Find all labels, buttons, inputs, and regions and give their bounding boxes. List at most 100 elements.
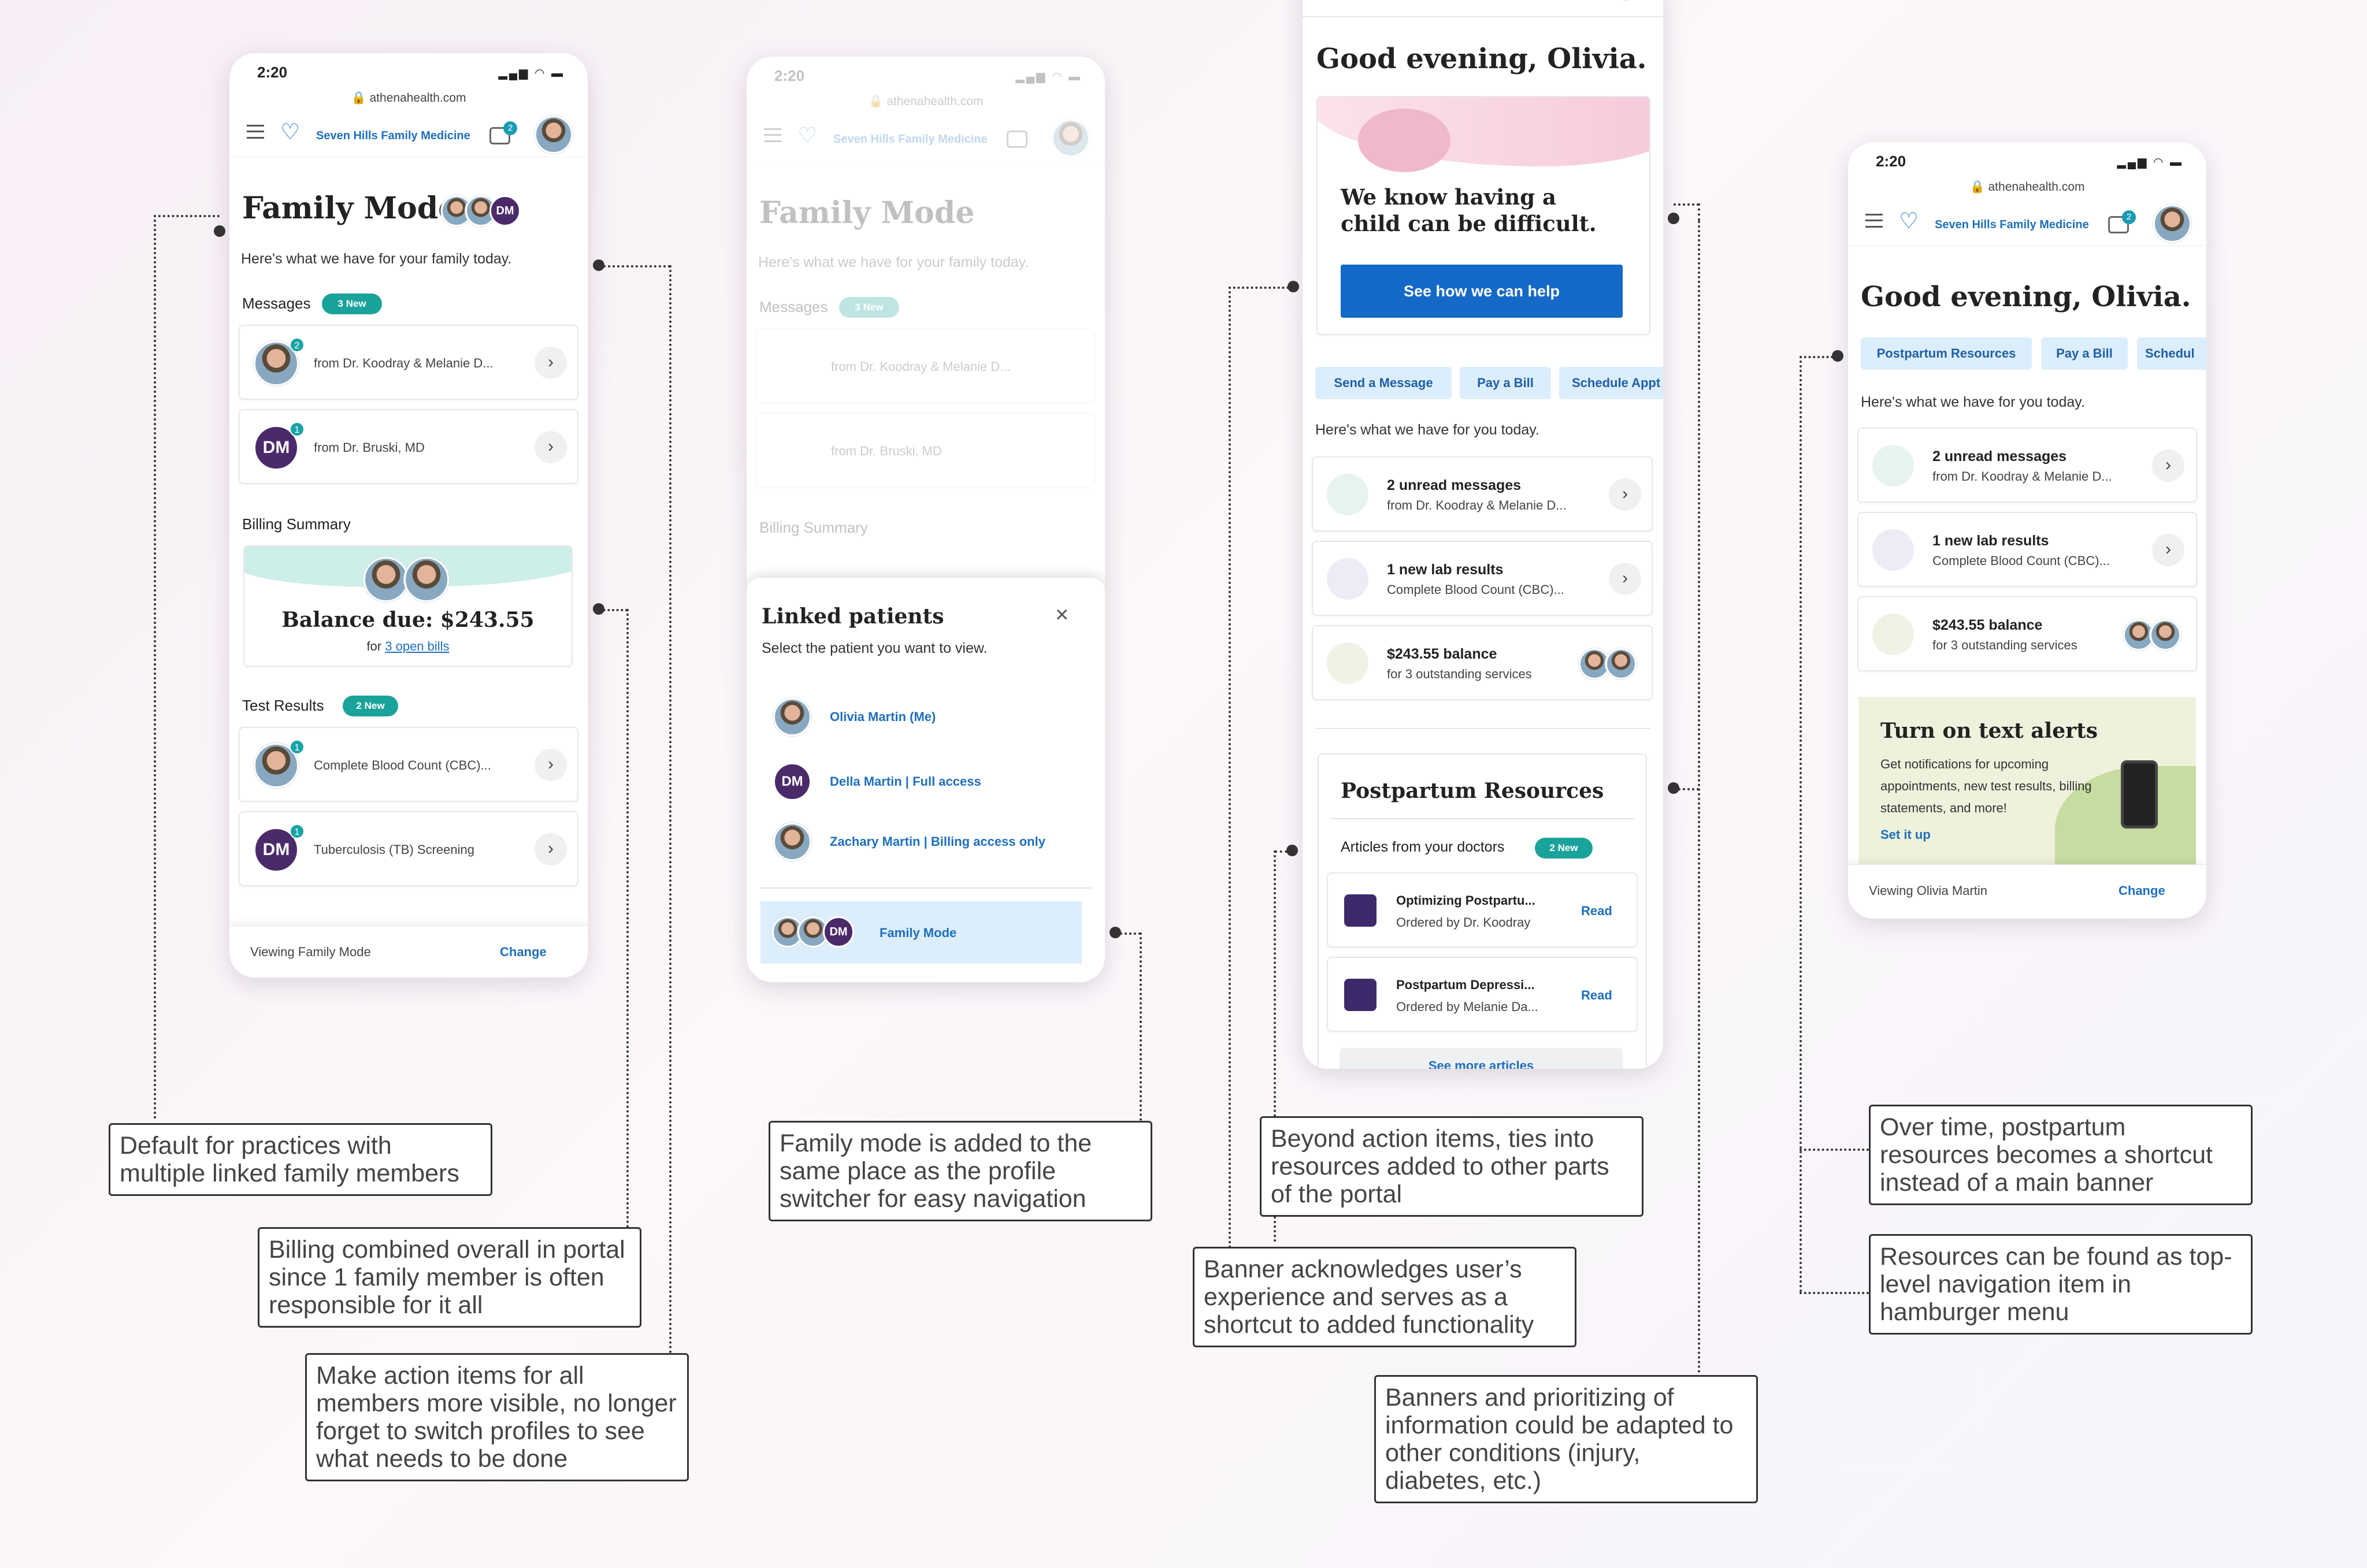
change-button[interactable]: Change: [2119, 883, 2165, 898]
url-bar[interactable]: 🔒 athenahealth.com: [351, 91, 466, 105]
sheet-subtitle: Select the patient you want to view.: [762, 640, 988, 656]
action-item[interactable]: 2 unread messages from Dr. Koodray & Mel…: [1312, 456, 1653, 532]
chevron-right-icon[interactable]: ›: [535, 347, 567, 379]
balance-due: Balance due: $243.55: [281, 608, 535, 632]
billing-avatar: [404, 557, 449, 602]
action-item[interactable]: 1 new lab results Complete Blood Count (…: [1312, 541, 1653, 616]
profile-avatar: [1052, 119, 1090, 157]
phone-linked-patients: 2:20 ▂▄▆ ◠ ▬ 🔒 athenahealth.com ♡ Seven …: [747, 57, 1105, 982]
chip-schedule[interactable]: Schedule Appt: [1559, 367, 1663, 399]
action-item[interactable]: $243.55 balance for 3 outstanding servic…: [1312, 625, 1653, 700]
chip-pay-bill[interactable]: Pay a Bill: [1460, 367, 1551, 399]
action-item[interactable]: 2 unread messages from Dr. Koodray & Mel…: [1857, 428, 2197, 503]
connector-dot: [1668, 213, 1679, 224]
chip-pay-bill[interactable]: Pay a Bill: [2041, 337, 2128, 370]
chip-postpartum-resources[interactable]: Postpartum Resources: [1861, 337, 2032, 370]
chip-send-message[interactable]: Send a Message: [1315, 367, 1452, 399]
practice-name: Seven Hills Family Medicine: [833, 133, 988, 146]
message-icon[interactable]: [2108, 216, 2129, 233]
billing-summary-card[interactable]: Balance due: $243.55 for 3 open bills: [243, 545, 573, 667]
item-subtitle: from Dr. Koodray & Melanie D...: [1932, 469, 2112, 484]
resources-divider: [1330, 818, 1634, 819]
url-text: athenahealth.com: [886, 95, 984, 108]
message-card[interactable]: DM 1 from Dr. Bruski, MD ›: [239, 409, 578, 484]
chevron-right-icon[interactable]: ›: [535, 749, 567, 781]
read-button[interactable]: Read: [1581, 988, 1612, 1002]
section-divider: [1315, 728, 1650, 729]
alert-title: Turn on text alerts: [1880, 719, 2098, 743]
chevron-right-icon[interactable]: ›: [2152, 534, 2184, 566]
article-item[interactable]: Postpartum Depressi... Ordered by Melani…: [1327, 957, 1638, 1032]
url-bar[interactable]: 🔒 athenahealth.com: [1969, 180, 2085, 194]
connector-line: [1698, 221, 1700, 1374]
connector-line: [1140, 932, 1142, 1121]
url-bar: 🔒 athenahealth.com: [868, 95, 984, 108]
connector-line: [1229, 287, 1293, 289]
read-button[interactable]: Read: [1581, 904, 1612, 918]
connector-line: [1274, 850, 1276, 1242]
connector-dot: [1832, 350, 1843, 362]
greeting: Good evening, Olivia.: [1316, 43, 1647, 75]
chevron-right-icon[interactable]: ›: [535, 431, 567, 463]
see-more-label: See more articles: [1428, 1058, 1534, 1069]
family-avatar-dm: DM: [489, 195, 521, 226]
top-divider: [1303, 16, 1663, 17]
action-item[interactable]: 1 new lab results Complete Blood Count (…: [1857, 512, 2197, 587]
page-subtitle: Here's what we have for your family toda…: [758, 254, 1029, 270]
hamburger-menu-icon: [764, 128, 781, 142]
family-avatar: [1579, 648, 1610, 679]
hamburger-menu-icon[interactable]: [247, 125, 264, 139]
chevron-right-icon[interactable]: ›: [2152, 449, 2184, 482]
chevron-right-icon[interactable]: ›: [535, 833, 567, 865]
article-subtitle: Ordered by Melanie Da...: [1396, 999, 1538, 1014]
postpartum-resources-card: Postpartum Resources Articles from your …: [1318, 753, 1647, 1069]
item-subtitle: for 3 outstanding services: [1387, 667, 1532, 681]
viewing-bar: Viewing Family Mode Change: [229, 926, 588, 978]
billing-label: Billing Summary: [242, 515, 351, 533]
item-title: $243.55 balance: [1932, 617, 2043, 633]
test-result-card[interactable]: 1 Complete Blood Count (CBC)... ›: [239, 727, 578, 802]
profile-avatar[interactable]: [2153, 205, 2191, 243]
test-result-card[interactable]: DM 1 Tuberculosis (TB) Screening ›: [239, 811, 578, 886]
item-title: 1 new lab results: [1932, 533, 2049, 549]
hamburger-menu-icon[interactable]: [1865, 214, 1883, 228]
test-name: Tuberculosis (TB) Screening: [314, 842, 474, 857]
change-button[interactable]: Change: [500, 945, 547, 959]
annotation-note: Over time, postpartum resources becomes …: [1869, 1105, 2253, 1205]
message-card: from Dr. Bruski, MD: [756, 413, 1096, 488]
article-title: Optimizing Postpartu...: [1396, 893, 1535, 908]
profile-avatar[interactable]: [535, 116, 573, 154]
unread-count: 2: [290, 337, 305, 352]
close-icon[interactable]: ×: [1055, 602, 1069, 627]
lab-tubes-icon: [1872, 529, 1914, 571]
patient-option[interactable]: Zachary Martin | Billing access only: [747, 816, 1105, 868]
message-icon[interactable]: [489, 127, 510, 144]
patient-name: Della Martin | Full access: [830, 774, 981, 789]
message-card[interactable]: 2 from Dr. Koodray & Melanie D... ›: [239, 325, 578, 400]
item-subtitle: Complete Blood Count (CBC)...: [1932, 553, 2110, 568]
annotation-note: Default for practices with multiple link…: [109, 1123, 492, 1196]
alert-body: Get notifications for upcoming appointme…: [1880, 757, 2092, 815]
unread-count: 1: [290, 422, 305, 437]
connector-line: [599, 609, 628, 611]
see-more-button[interactable]: See more articles: [1340, 1048, 1623, 1069]
chevron-right-icon[interactable]: ›: [1609, 478, 1641, 511]
family-mode-option[interactable]: DM Family Mode: [760, 901, 1082, 964]
connector-line: [599, 265, 670, 267]
text-alerts-card[interactable]: Turn on text alerts Get notifications fo…: [1858, 697, 2196, 864]
patient-option[interactable]: DM Della Martin | Full access: [747, 756, 1105, 808]
open-bills-link[interactable]: 3 open bills: [385, 639, 450, 653]
item-title: $243.55 balance: [1387, 646, 1497, 662]
connector-line: [1275, 850, 1292, 853]
article-item[interactable]: Optimizing Postpartu... Ordered by Dr. K…: [1327, 872, 1638, 948]
resources-title: Postpartum Resources: [1341, 779, 1604, 803]
chip-schedule[interactable]: Schedul: [2137, 337, 2206, 370]
chevron-right-icon[interactable]: ›: [1609, 563, 1641, 595]
action-item[interactable]: $243.55 balance for 3 outstanding servic…: [1857, 596, 2197, 671]
articles-new-badge: 2 New: [1535, 838, 1593, 859]
patient-option[interactable]: Olivia Martin (Me): [747, 691, 1105, 743]
message-sender: from Dr. Bruski, MD: [314, 440, 425, 455]
set-it-up-link[interactable]: Set it up: [1880, 827, 1931, 842]
see-how-button[interactable]: See how we can help: [1341, 265, 1623, 318]
annotation-note: Beyond action items, ties into resources…: [1260, 1116, 1643, 1217]
